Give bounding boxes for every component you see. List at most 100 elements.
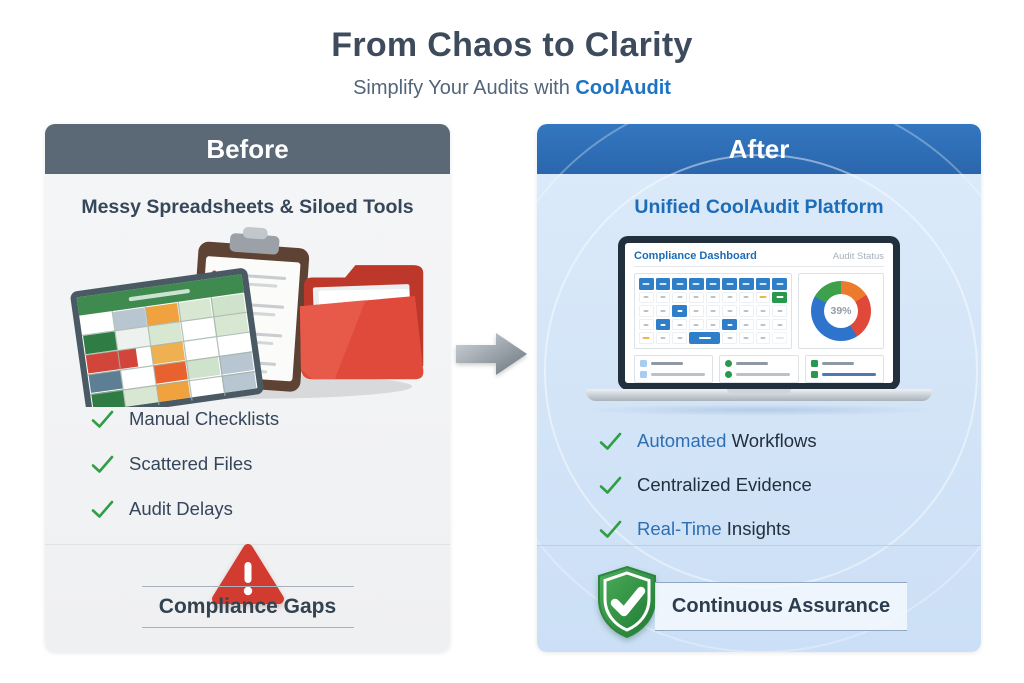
calendar-cell — [739, 318, 754, 331]
calendar-cell — [672, 291, 687, 304]
calendar-cell — [772, 305, 787, 317]
calendar-cell — [689, 318, 704, 331]
check-icon — [91, 500, 114, 518]
legend-bullet-icon — [640, 371, 647, 378]
calendar-cell — [722, 332, 737, 344]
dashboard-topbar: Compliance Dashboard Audit Status — [634, 250, 884, 267]
laptop-illustration: Compliance Dashboard Audit Status 39% — [579, 236, 939, 416]
calendar-cell — [655, 332, 671, 344]
check-icon — [599, 476, 622, 494]
after-panel-subtitle: Unified CoolAudit Platform — [634, 196, 884, 218]
background-wave — [537, 124, 981, 652]
legend-card — [719, 355, 799, 383]
after-panel: After Unified CoolAudit Platform Complia… — [537, 124, 981, 652]
calendar-cell — [689, 291, 704, 304]
calendar-cell — [739, 305, 754, 317]
calendar-cell — [672, 332, 687, 344]
folder-icon — [299, 265, 424, 380]
calendar-cell — [655, 305, 671, 317]
list-item-label: Audit Delays — [129, 498, 233, 519]
list-item: Audit Delays — [91, 498, 279, 520]
calendar-cell — [722, 278, 737, 290]
legend-card — [634, 355, 714, 383]
rest-words: Workflows — [726, 430, 817, 451]
after-divider — [537, 545, 981, 546]
list-item-label: Manual Checklists — [129, 408, 280, 429]
dashboard-main: 39% — [634, 273, 884, 349]
list-item: Automated Workflows — [599, 430, 817, 452]
check-icon — [599, 520, 622, 538]
calendar-grid — [639, 278, 787, 344]
legend-bullet-icon — [810, 360, 818, 367]
calendar-cell — [655, 291, 671, 304]
before-panel-subtitle: Messy Spreadsheets & Siloed Tools — [81, 196, 414, 218]
list-item-label: Scattered Files — [129, 453, 253, 474]
calendar-cell — [755, 332, 771, 344]
page-subtitle: Simplify Your Audits with CoolAudit — [0, 77, 1024, 100]
spreadsheet-icon — [70, 268, 264, 407]
list-item: Real-Time Insights — [599, 518, 817, 540]
dashboard-status-label: Audit Status — [832, 250, 884, 262]
check-icon — [599, 432, 622, 450]
calendar-cell — [689, 305, 704, 317]
calendar-cell — [639, 318, 654, 331]
messy-tools-illustration — [70, 226, 424, 407]
calendar-cell — [755, 291, 771, 304]
calendar-cell — [772, 291, 787, 304]
before-panel: Before Messy Spreadsheets & Siloed Tools — [45, 124, 450, 652]
legend-card — [804, 355, 884, 383]
check-icon — [91, 410, 114, 428]
laptop-screen: Compliance Dashboard Audit Status 39% — [618, 236, 900, 390]
highlight-word: Automated — [637, 430, 727, 451]
before-footer-label: Compliance Gaps — [141, 586, 354, 628]
before-checklist: Manual Checklists Scattered Files Audit … — [91, 408, 279, 520]
dashboard-screen: Compliance Dashboard Audit Status 39% — [625, 243, 893, 383]
calendar-cell — [739, 332, 754, 344]
transition-arrow-icon — [454, 328, 530, 385]
brand-name: CoolAudit — [575, 77, 671, 99]
calendar-cell — [639, 305, 654, 317]
calendar-cell — [655, 278, 671, 290]
calendar-cell — [755, 305, 771, 317]
after-checklist: Automated Workflows Centralized Evidence… — [599, 430, 817, 540]
calendar-cell — [705, 305, 721, 317]
donut-center-label: 39% — [824, 294, 858, 328]
calendar-cell — [739, 278, 754, 290]
rest-words: Centralized Evidence — [637, 474, 812, 495]
dashboard-legend-row — [634, 355, 884, 383]
calendar-cell — [639, 278, 654, 290]
calendar-cell — [672, 318, 687, 331]
legend-bullet-icon — [725, 360, 733, 367]
calendar-cell — [772, 332, 787, 344]
before-panel-header: Before — [45, 124, 450, 174]
legend-bullet-icon — [810, 371, 818, 378]
calendar-cell — [655, 318, 671, 331]
calendar-cell — [722, 305, 737, 317]
dashboard-title: Compliance Dashboard — [634, 250, 757, 262]
list-item: Manual Checklists — [91, 408, 279, 430]
legend-bullet-icon — [725, 371, 733, 378]
list-item-label: Automated Workflows — [637, 430, 817, 452]
calendar-cell — [689, 332, 721, 344]
calendar-cell — [705, 291, 721, 304]
calendar-cell — [722, 291, 737, 304]
list-item-label: Real-Time Insights — [637, 518, 791, 540]
laptop-shadow — [579, 404, 939, 416]
check-icon — [91, 455, 114, 473]
subtitle-text: Simplify Your Audits with — [353, 77, 576, 99]
calendar-card — [634, 273, 792, 349]
calendar-cell — [639, 291, 654, 304]
calendar-cell — [755, 278, 771, 290]
shield-check-icon — [595, 564, 659, 645]
calendar-cell — [705, 278, 721, 290]
calendar-cell — [689, 278, 704, 290]
list-item-label: Centralized Evidence — [637, 474, 812, 496]
calendar-cell — [772, 318, 787, 331]
laptop-base — [586, 389, 932, 401]
calendar-cell — [722, 318, 737, 331]
calendar-cell — [739, 291, 754, 304]
calendar-cell — [705, 318, 721, 331]
donut-chart: 39% — [811, 281, 871, 341]
after-footer-label: Continuous Assurance — [655, 582, 907, 631]
